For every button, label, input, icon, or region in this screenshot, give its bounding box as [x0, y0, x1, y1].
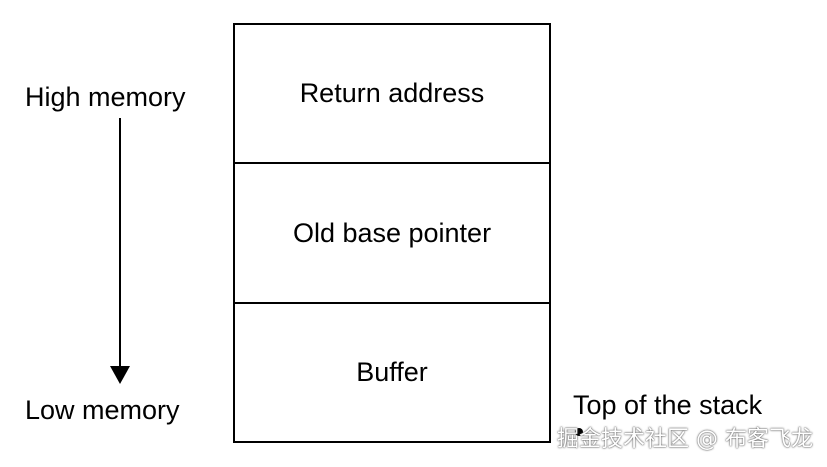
top-of-stack-marker	[575, 428, 583, 436]
stack-cell-buffer: Buffer	[235, 302, 549, 441]
stack-cell-label: Buffer	[356, 357, 428, 387]
arrow-head	[110, 366, 130, 384]
stack-cell-old-base-pointer: Old base pointer	[235, 162, 549, 302]
stack-frame: Return address Old base pointer Buffer	[233, 23, 551, 443]
stack-cell-return-address: Return address	[235, 25, 549, 162]
stack-cell-label: Old base pointer	[292, 218, 492, 248]
top-of-stack-label: Top of the stack	[573, 390, 763, 420]
memory-direction-arrow	[110, 118, 130, 384]
stack-cell-label: Return address	[299, 78, 485, 108]
watermark: 掘金技术社区 @ 布客飞龙	[557, 427, 813, 452]
low-memory-label: Low memory	[25, 395, 180, 425]
high-memory-label: High memory	[25, 82, 186, 112]
